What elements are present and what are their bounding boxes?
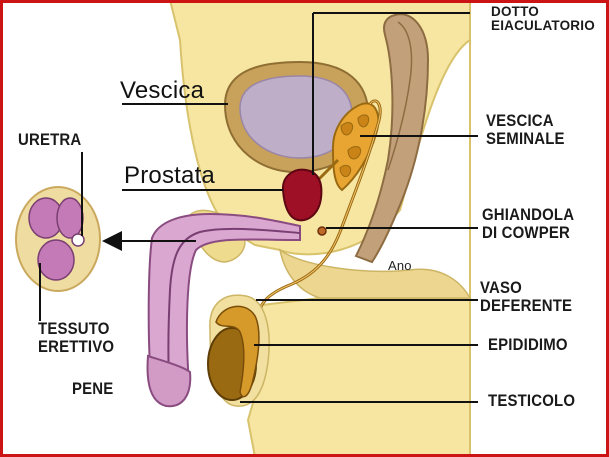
label-pene: PENE	[72, 379, 114, 398]
label-vescica-seminale: VESCICA SEMINALE	[486, 112, 565, 148]
perineum-region	[278, 248, 472, 299]
glans	[146, 354, 192, 408]
cowper-gland	[317, 226, 327, 236]
label-te-line2: ERETTIVO	[38, 336, 115, 356]
leader-lines	[39, 12, 478, 403]
label-te-line1: TESSUTO	[38, 319, 110, 338]
label-tessuto-erettivo: TESSUTO ERETTIVO	[38, 320, 114, 356]
label-epididimo: EPIDIDIMO	[488, 335, 568, 354]
label-dotto-line1: DOTTO	[491, 4, 539, 19]
epididymis	[215, 305, 260, 398]
label-dotto-eiaculatorio: DOTTO EIACULATORIO	[491, 4, 595, 34]
cross-section-urethra	[71, 233, 85, 247]
label-vaso-deferente: VASO DEFERENTE	[480, 279, 572, 315]
label-vs-line2: SEMINALE	[486, 128, 565, 148]
label-vescica: Vescica	[120, 77, 205, 104]
label-testicolo: TESTICOLO	[488, 391, 576, 410]
urethra-channel	[167, 227, 301, 397]
label-ano: Ano	[388, 258, 412, 273]
label-vs-line1: VESCICA	[486, 111, 554, 130]
label-vd-line2: DEFERENTE	[480, 295, 573, 315]
label-ghiandola-cowper: GHIANDOLA DI COWPER	[482, 206, 574, 242]
rectum-fold	[387, 21, 413, 171]
label-prostata: Prostata	[124, 162, 215, 189]
corpus-spongiosum	[37, 239, 75, 281]
corpus-cavernosum-right	[56, 197, 84, 239]
label-vd-line1: VASO	[480, 278, 522, 297]
label-dotto-line2: EIACULATORIO	[491, 18, 595, 34]
prostate	[281, 168, 323, 222]
label-gc-line2: DI COWPER	[482, 222, 571, 242]
seminal-vesicle-lobes	[339, 114, 370, 178]
label-gc-line1: GHIANDOLA	[482, 205, 575, 224]
label-uretra: URETRA	[18, 130, 82, 149]
